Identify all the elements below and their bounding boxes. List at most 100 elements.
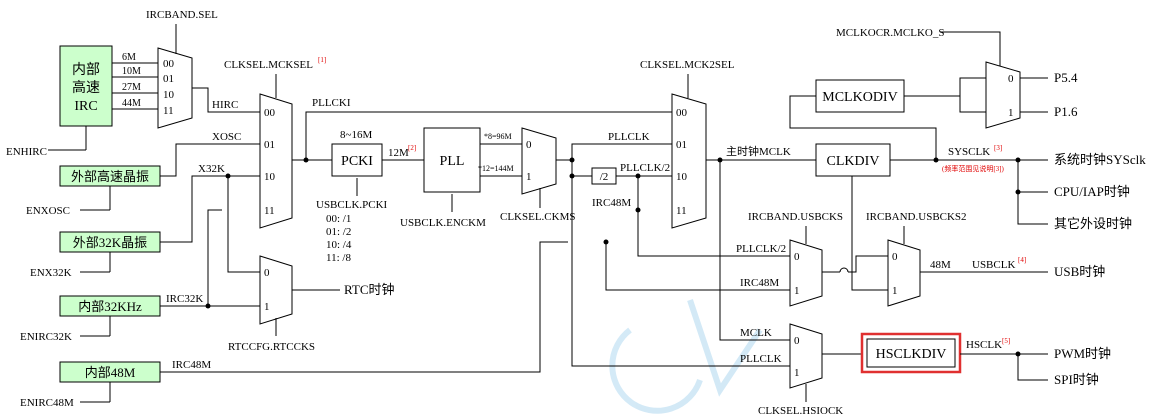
irc-high-box — [59, 45, 113, 127]
pcki-div-00: 00: /1 — [326, 213, 351, 225]
pcki-div-10: 10: /4 — [326, 239, 352, 251]
pllcki-label: PLLCKI — [312, 97, 351, 109]
div2-label: /2 — [600, 171, 609, 183]
out-usb: USB时钟 — [1054, 264, 1105, 279]
irc-mux-in-00: 00 — [163, 58, 175, 70]
enxosc-label: ENXOSC — [26, 205, 70, 217]
irc-band-sel-label: IRCBAND.SEL — [146, 9, 218, 21]
usbclk-ref: [4] — [1018, 256, 1026, 264]
hs-in-1: 1 — [794, 367, 800, 379]
pcki-sel-label: USBCLK.PCKI — [316, 199, 388, 211]
usbcks-mux — [789, 239, 823, 307]
rtc-mux — [259, 255, 293, 325]
ckms-sel-label: CLKSEL.CKMS — [500, 211, 576, 223]
enhirc-label: ENHIRC — [6, 146, 47, 158]
usbclk-label: USBCLK — [972, 259, 1015, 271]
usb-freq: 48M — [930, 259, 951, 271]
hs-in-mclk: MCLK — [740, 327, 772, 339]
irc48m-mux-label: IRC48M — [592, 197, 631, 209]
pll-out-96: *8=96M — [484, 132, 512, 141]
mcksel-ref: [1] — [318, 56, 326, 64]
pllclk2-label: PLLCLK/2 — [620, 162, 670, 174]
rtc-in-1: 1 — [264, 301, 270, 313]
sysclk-label: SYSCLK — [948, 146, 990, 158]
out-periph: 其它外设时钟 — [1054, 216, 1132, 231]
ckms-in-1: 1 — [526, 171, 532, 183]
irc48m-signal-label: IRC48M — [172, 359, 211, 371]
pll-en-label: USBCLK.ENCKM — [400, 217, 486, 229]
watermark — [609, 299, 763, 414]
pll-label: PLL — [440, 154, 465, 169]
mcksel-mux — [259, 93, 293, 229]
irc-mux-in-10: 10 — [163, 89, 175, 101]
hsclkdiv-box — [866, 338, 956, 368]
irc-mux-in-01: 01 — [163, 73, 174, 85]
hsclk-label: HSCLK — [966, 339, 1002, 351]
pll-box — [423, 127, 481, 193]
usb-in-irc48m: IRC48M — [740, 277, 779, 289]
mclkodiv-label: MCLKODIV — [822, 90, 897, 105]
hsiock-mux — [789, 323, 823, 389]
hsclkdiv-label: HSCLKDIV — [876, 347, 947, 362]
usbcks-in-1: 1 — [794, 285, 800, 297]
enirc48m-label: ENIRC48M — [20, 397, 74, 409]
irc32k-label: 内部32KHz — [78, 299, 142, 314]
usb-in-pllclk2: PLLCLK/2 — [736, 243, 786, 255]
mclkodiv-box — [815, 79, 905, 113]
irc-freq-27m: 27M — [122, 82, 141, 93]
mclko-in-0: 0 — [1008, 73, 1014, 85]
irc-high-l1: 内部 — [72, 62, 100, 78]
mck2sel-mux — [671, 93, 707, 229]
clkdiv-box — [815, 143, 891, 177]
irc-freq-44m: 44M — [122, 98, 141, 109]
usbcks2-in-0: 0 — [892, 251, 898, 263]
pcki-out-freq: 12M — [388, 147, 409, 159]
ckms-in-0: 0 — [526, 139, 532, 151]
out-spi: SPI时钟 — [1054, 372, 1099, 387]
irc-band-mux — [157, 47, 193, 129]
pll-out-144: *12=144M — [478, 164, 514, 173]
out-p16: P1.6 — [1054, 104, 1078, 119]
sysclk-ref: [3] — [994, 144, 1002, 152]
usbcks2-mux — [887, 239, 921, 307]
mck2-in-00: 00 — [676, 107, 688, 119]
out-rtc: RTC时钟 — [344, 282, 395, 297]
usbcks-sel-label: IRCBAND.USBCKS — [748, 211, 843, 223]
mck2-in-11: 11 — [676, 205, 687, 217]
usbcks2-in-1: 1 — [892, 285, 898, 297]
mck2sel-label: CLKSEL.MCK2SEL — [640, 59, 735, 71]
pcki-div-11: 11: /8 — [326, 252, 351, 264]
rtc-in-0: 0 — [264, 267, 270, 279]
out-cpu: CPU/IAP时钟 — [1054, 184, 1130, 199]
out-sysclk: 系统时钟SYSclk — [1054, 152, 1146, 167]
out-pwm: PWM时钟 — [1054, 346, 1111, 361]
irc-high-l2: 高速 — [72, 79, 100, 96]
irc-mux-in-11: 11 — [163, 105, 174, 117]
pcki-ref: [2] — [408, 144, 416, 152]
xosc-signal-label: XOSC — [212, 131, 241, 143]
pllclk-label: PLLCLK — [608, 131, 650, 143]
enirc32k-label: ENIRC32K — [20, 331, 72, 343]
usbcks2-sel-label: IRCBAND.USBCKS2 — [866, 211, 967, 223]
mcksel-in-11: 11 — [264, 205, 275, 217]
hirc-label: HIRC — [212, 99, 238, 111]
sysclk-note: (频率范围见说明[3]) — [942, 164, 1004, 173]
irc32k-signal-label: IRC32K — [166, 293, 203, 305]
mcksel-in-10: 10 — [264, 171, 276, 183]
hsiock-sel-label: CLKSEL.HSIOCK — [758, 405, 843, 417]
hs-in-pllclk: PLLCLK — [740, 353, 782, 365]
xosc-label: 外部高速晶振 — [71, 169, 149, 184]
irc48m-source-label: 内部48M — [85, 365, 136, 380]
pcki-label: PCKI — [341, 154, 373, 169]
irc-freq-10m: 10M — [122, 66, 141, 77]
enx32k-label: ENX32K — [30, 267, 72, 279]
usbcks-in-0: 0 — [794, 251, 800, 263]
mclko-sel-label: MCLKOCR.MCLKO_S — [836, 27, 945, 39]
x32k-label: 外部32K晶振 — [73, 235, 147, 250]
mck2-in-01: 01 — [676, 139, 687, 151]
irc-freq-6m: 6M — [122, 52, 136, 63]
pcki-range: 8~16M — [340, 129, 372, 141]
pcki-div-01: 01: /2 — [326, 226, 351, 238]
mclko-mux — [985, 61, 1021, 129]
